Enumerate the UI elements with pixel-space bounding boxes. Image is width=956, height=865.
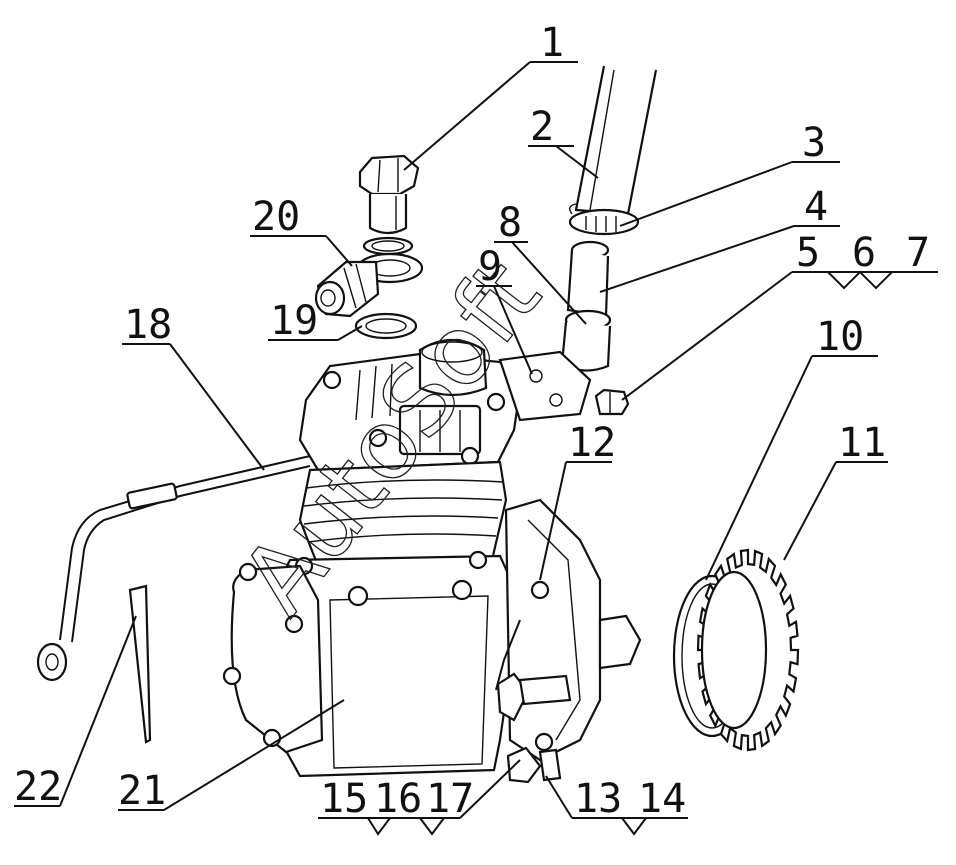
part-hose <box>574 65 658 216</box>
callout-20: 20 <box>252 194 300 240</box>
callout-13: 13 <box>574 776 622 822</box>
part-hose-clamp <box>568 203 640 236</box>
callout-2: 2 <box>530 104 554 150</box>
part-crankcase <box>222 550 522 778</box>
callout-19: 19 <box>270 298 318 344</box>
part-cylinder-head <box>298 339 592 472</box>
callout-18: 18 <box>124 302 172 348</box>
callout-6: 6 <box>852 230 876 276</box>
callout-11: 11 <box>838 420 886 466</box>
callout-12: 12 <box>568 420 616 466</box>
callout-14: 14 <box>638 776 686 822</box>
part-drawings <box>36 65 800 784</box>
callout-3: 3 <box>802 120 826 166</box>
part-oil-pipe <box>36 455 311 682</box>
part-bolt-assembly <box>594 388 630 416</box>
callout-15: 15 <box>320 776 368 822</box>
part-gasket <box>128 584 152 744</box>
callout-22: 22 <box>14 764 62 810</box>
callout-9: 9 <box>478 244 502 290</box>
part-washer <box>354 312 418 340</box>
gear-hub <box>700 570 768 730</box>
callout-8: 8 <box>498 200 522 246</box>
leader-lines <box>14 61 938 836</box>
callout-10: 10 <box>816 314 864 360</box>
callout-labels: 1 2 3 4 5 6 7 8 9 10 11 12 13 14 15 16 1… <box>14 20 930 822</box>
callout-16: 16 <box>374 776 422 822</box>
callout-7: 7 <box>906 230 930 276</box>
callout-1: 1 <box>540 20 564 66</box>
part-fittings <box>495 619 572 784</box>
callout-17: 17 <box>426 776 474 822</box>
part-banjo-bolt <box>358 154 420 235</box>
callout-5: 5 <box>796 230 820 276</box>
part-banjo-fitting <box>314 236 424 318</box>
part-rear-housing <box>504 498 642 762</box>
part-gear <box>696 548 800 752</box>
callout-21: 21 <box>118 768 166 814</box>
part-cylinder <box>298 460 508 568</box>
callout-4: 4 <box>804 184 828 230</box>
